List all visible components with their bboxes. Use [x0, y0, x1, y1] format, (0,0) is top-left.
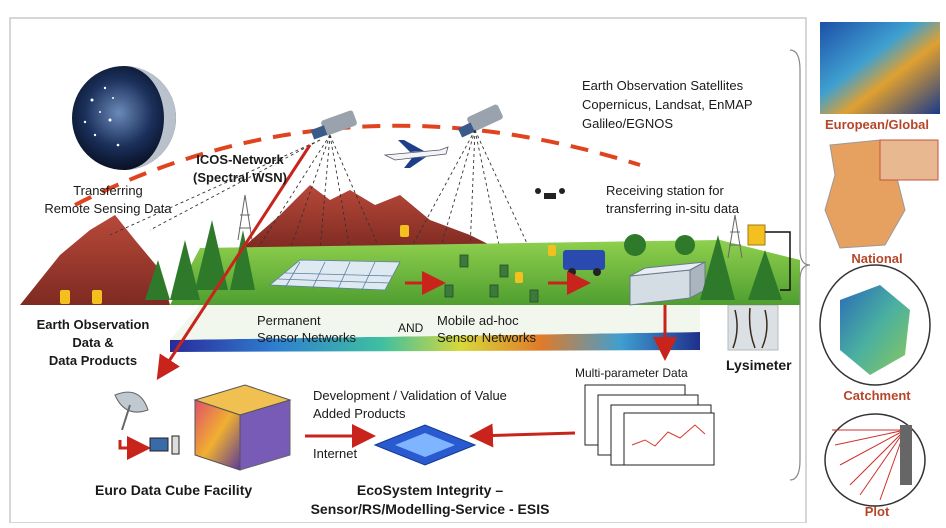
eo-data-line3: Data Products — [48, 353, 138, 368]
sensor-markers — [60, 225, 556, 304]
catchment-map-image — [840, 285, 910, 375]
satellite-icon — [310, 110, 357, 140]
earth-globe — [72, 66, 176, 170]
eo-data-line2: Data & — [72, 335, 114, 350]
container-icon — [629, 261, 706, 306]
satellite-icon — [457, 104, 503, 138]
lysimeter-label: Lysimeter — [726, 357, 792, 373]
receiving-line1: Receiving station for — [606, 183, 724, 198]
esis-line2: Sensor/RS/Modelling-Service - ESIS — [310, 501, 550, 517]
data-cube-icon — [193, 384, 292, 471]
trees — [145, 220, 782, 300]
internet-label: Internet — [313, 446, 358, 461]
satellite-dish-icon — [114, 391, 149, 431]
scale-plot: Plot — [864, 504, 890, 519]
plot-scanner-icon — [900, 425, 912, 485]
mobile-line2: Sensor Networks — [437, 330, 536, 345]
satellites-line1: Copernicus, Landsat, EnMAP — [582, 97, 753, 112]
european-map-image — [820, 22, 940, 114]
scale-bracket — [789, 49, 811, 481]
receiving-line2: transferring in-situ data — [606, 201, 739, 216]
van-icon — [563, 250, 605, 276]
satellites-line2: Galileo/EGNOS — [582, 116, 674, 131]
mountain-center — [240, 185, 500, 250]
computer-icon — [149, 435, 180, 455]
national-inset-image — [879, 139, 939, 181]
scale-catchment: Catchment — [843, 388, 911, 403]
scale-european: European/Global — [824, 117, 929, 132]
sensing-beams — [109, 129, 531, 251]
drone-icon — [535, 188, 565, 199]
plot-scanner-rays — [832, 429, 906, 501]
multi-parameter-charts — [584, 384, 715, 466]
antenna-towers — [237, 194, 743, 259]
sensor-stations — [444, 254, 539, 303]
flow-arrows — [118, 144, 677, 460]
scale-national: National — [851, 251, 903, 266]
dev-val-line2: Added Products — [313, 406, 406, 421]
airplane-icon — [383, 140, 449, 168]
soil-face — [170, 305, 700, 340]
receiving-dish-icon — [747, 224, 791, 291]
icos-label-line1: ICOS-Network — [196, 152, 284, 167]
mobile-line1: Mobile ad-hoc — [437, 313, 519, 328]
dev-val-line1: Development / Validation of Value — [313, 388, 507, 403]
icos-label-line2: (Spectral WSN) — [193, 170, 287, 185]
and-label: AND — [398, 321, 424, 335]
sensor-grid — [268, 259, 401, 291]
permanent-line1: Permanent — [257, 313, 321, 328]
multi-param-label: Multi-parameter Data — [575, 366, 688, 380]
mountain-left — [20, 215, 170, 305]
soil-profile — [170, 332, 700, 352]
eo-data-line1: Earth Observation — [36, 317, 150, 332]
edc-label: Euro Data Cube Facility — [95, 482, 253, 498]
processing-chip-icon — [373, 424, 477, 466]
lysimeter-icon — [727, 304, 779, 351]
esis-line1: EcoSystem Integrity – — [356, 482, 504, 498]
permanent-line2: Sensor Networks — [257, 330, 356, 345]
transfer-rs-line2: Remote Sensing Data — [44, 201, 172, 216]
transfer-rs-line1: Transferring — [73, 183, 143, 198]
satellites-title: Earth Observation Satellites — [582, 78, 744, 93]
